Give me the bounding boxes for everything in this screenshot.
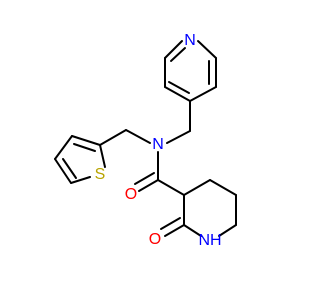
bond-pyridine-c3-c4	[189, 86, 217, 102]
atom-label-amide-o: O	[125, 186, 137, 203]
atom-labels: N N S O O NH	[95, 32, 222, 249]
bond-lactam-c-o	[164, 224, 185, 237]
atom-label-amide-n: N	[152, 136, 164, 153]
bond-ring-c3-c4	[183, 179, 211, 196]
bond-pyridine-c4-c5	[164, 86, 191, 102]
bond-thiophene-c2-c3	[71, 135, 101, 146]
bond-pyridine-c6-n-double	[170, 47, 186, 62]
bond-pyridine-c6-n	[164, 40, 183, 59]
bond-thiophene-c3-c4	[54, 135, 73, 160]
bonds	[54, 40, 237, 237]
bond-thiophene-c4-c5-double	[62, 158, 77, 179]
bond-carbonyl-c-o	[138, 179, 159, 192]
bond-carbonyl-c-ring-c3	[157, 179, 185, 196]
bond-ring-n-c2	[183, 224, 202, 237]
bond-ch2-amide-n	[166, 130, 191, 144]
molecule-structure-diagram: N N S O O NH	[54, 32, 237, 249]
bond-ring-c4-c5	[209, 179, 237, 196]
bond-thiophene-c2-c3-double	[73, 143, 96, 152]
atom-label-thiophene-s: S	[95, 166, 106, 183]
bond-carbonyl-c-o-double	[134, 172, 155, 185]
bond-lactam-c-o-double	[160, 217, 181, 230]
bond-thiophene-s-c2	[99, 144, 106, 168]
bond-pyridine-n-c2	[197, 40, 217, 59]
bond-thiophene-c5-s	[70, 176, 91, 184]
atom-label-pyridine-n: N	[184, 32, 196, 49]
bond-amide-n-ch2	[125, 129, 151, 144]
bond-ch2-thiophene-c2	[99, 129, 127, 146]
bond-ring-c6-n	[218, 224, 237, 237]
bond-thiophene-c4-c5	[54, 158, 72, 184]
atom-label-lactam-o: O	[149, 231, 161, 248]
atom-label-lactam-nh: NH	[198, 232, 221, 249]
bond-pyridine-c4-c5-double	[168, 81, 190, 94]
